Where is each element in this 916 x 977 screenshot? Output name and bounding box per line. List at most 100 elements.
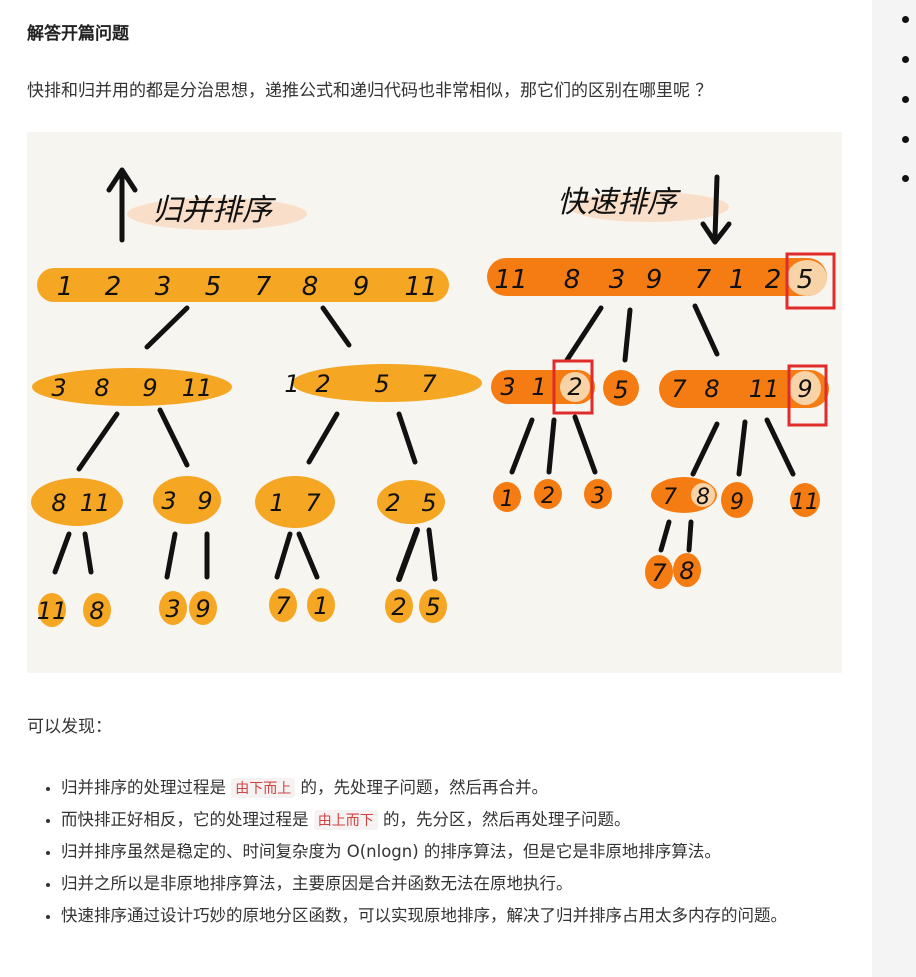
number-bubble [377,480,445,524]
figure-number: 11 [791,490,819,515]
toc-bullet[interactable] [902,96,909,103]
figure-number: 1 [284,370,299,398]
figure-number: 5 [425,593,440,621]
number-bubble [189,591,217,625]
inline-code: 由上而下 [313,810,378,830]
number-bubble [153,476,221,524]
number-bubble [673,553,701,587]
figure-number: 1 [313,592,328,620]
number-bubble [269,588,297,622]
figure-number: 7 [275,592,291,620]
figure-number: 9 [797,375,812,403]
figure-number: 7 [651,559,667,587]
figure-number: 2 [541,484,555,509]
point-text: 而快排正好相反，它的处理过程是 [61,810,314,829]
number-bubble [493,482,521,512]
number-bubble [645,555,673,589]
figure-number: 3 [51,374,66,402]
figure-number: 3 [165,595,180,623]
number-bubble [159,591,187,625]
figure-number: 7 [663,485,677,510]
list-item: 归并之所以是非原地排序算法，主要原因是合并函数无法在原地执行。 [61,868,851,900]
intro-paragraph: 快排和归并用的都是分治思想，递推公式和递归代码也非常相似，那它们的区别在哪里呢 … [27,81,713,101]
pivot-box-level1 [785,252,836,310]
number-bubble [584,479,612,509]
figure-number: 9 [730,490,744,515]
figure-number: 11 [80,489,111,517]
number-bubble [255,476,335,528]
figure-number: 2 [391,593,406,621]
figure-number: 3 [500,373,515,401]
figure-number: 11 [494,265,527,295]
figure-number: 11 [37,597,68,625]
figure-number: 5 [374,370,389,398]
toc-bullet[interactable] [902,56,909,63]
quick-down-arrow [700,174,732,245]
figure-number: 9 [646,265,663,295]
number-bubble [31,478,123,526]
figure-number: 3 [609,265,626,295]
list-item: 快速排序通过设计巧妙的原地分区函数，可以实现原地排序，解决了归并排序占用太多内存… [61,900,851,932]
list-item: 而快排正好相反，它的处理过程是 由上而下 的，先分区，然后再处理子问题。 [61,804,851,836]
number-bubble [721,482,753,518]
figure-number: 1 [531,373,546,401]
figure-number: 9 [142,374,157,402]
figure-number: 8 [704,375,719,403]
figure-number: 5 [421,489,436,517]
figure-number: 8 [51,489,66,517]
article-content: 解答开篇问题 快排和归并用的都是分治思想，递推公式和递归代码也非常相似，那它们的… [0,0,872,977]
figure-number: 3 [161,487,176,515]
figure-number: 11 [182,374,213,402]
figure-number: 2 [385,489,400,517]
pivot-box-left [552,359,594,415]
point-text: 的，先分区，然后再处理子问题。 [377,810,631,829]
toc-bullet[interactable] [902,175,909,182]
figure-number: 11 [404,272,437,302]
figure-number: 9 [197,487,212,515]
toc-sidebar [872,0,916,977]
figure-number: 9 [353,272,370,302]
number-bubble [790,483,820,517]
merge-up-arrow [106,167,138,243]
figure-number: 5 [797,265,814,295]
number-bubble [83,593,111,627]
point-text: 的，先处理子问题，然后再合并。 [295,778,548,797]
comparison-points: 归并排序的处理过程是 由下而上 的，先处理子问题，然后再合并。 而快排正好相反，… [27,772,851,932]
figure-number: 8 [302,272,319,302]
figure-number: 11 [749,375,780,403]
figure-number: 8 [564,265,581,295]
figure-number: 1 [729,265,746,295]
inline-code: 由下而上 [231,778,296,798]
quick-title: 快速排序 [557,185,681,220]
toc-bullet[interactable] [902,136,909,143]
list-item: 归并排序的处理过程是 由下而上 的，先处理子问题，然后再合并。 [61,772,851,804]
merge-title: 归并排序 [152,193,276,228]
figure-number: 7 [305,489,321,517]
figure-number: 2 [765,265,782,295]
number-bubble [534,479,562,509]
figure-number: 9 [195,595,210,623]
number-bubble [789,371,821,405]
figure-number: 8 [696,485,710,510]
number-bubble [787,260,827,296]
number-bubble [691,483,715,507]
section-title: 解答开篇问题 [27,24,129,44]
number-bubble [385,589,413,623]
discover-heading: 可以发现： [27,717,112,737]
toc-bullet[interactable] [902,16,909,23]
figure-number: 7 [695,265,712,295]
figure-number: 3 [155,272,172,302]
figure-number: 7 [421,370,437,398]
number-bubble [307,588,335,622]
figure-number: 2 [315,370,330,398]
number-bubble [38,593,66,627]
